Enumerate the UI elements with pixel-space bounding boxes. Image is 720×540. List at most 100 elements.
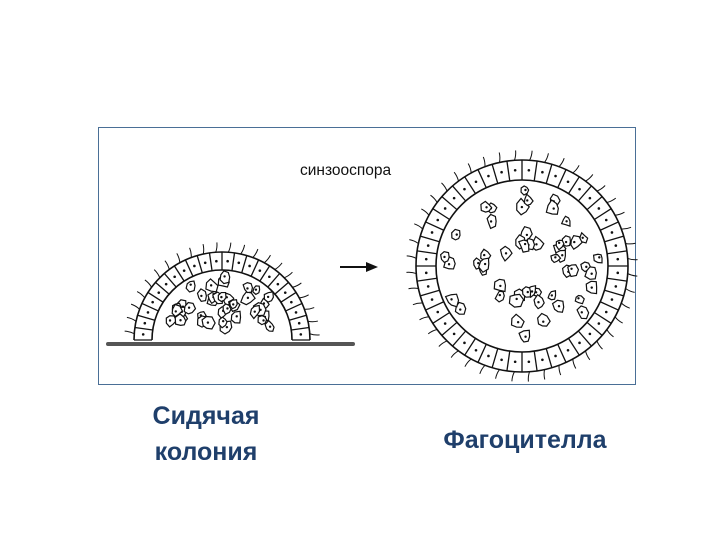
cell-wall bbox=[173, 265, 185, 282]
cell-wall bbox=[274, 281, 289, 295]
flagellum bbox=[215, 242, 218, 253]
inner-cell bbox=[536, 312, 551, 327]
cell-nucleus bbox=[203, 261, 207, 265]
cell-nucleus bbox=[141, 333, 145, 336]
flagellum bbox=[558, 158, 565, 168]
inner-cell-nucleus bbox=[557, 305, 561, 308]
flagellum bbox=[153, 269, 161, 278]
cell-nucleus bbox=[426, 285, 430, 288]
flagellum bbox=[124, 330, 135, 335]
inner-cell-nucleus bbox=[590, 286, 593, 289]
cell-wall bbox=[491, 348, 499, 368]
inner-cell-nucleus bbox=[515, 297, 518, 301]
cell-nucleus bbox=[527, 168, 531, 172]
inner-cell-nucleus bbox=[577, 297, 580, 300]
flagellum bbox=[572, 165, 580, 174]
cell-nucleus bbox=[597, 207, 601, 210]
cell-nucleus bbox=[541, 358, 544, 362]
flagellum bbox=[498, 152, 501, 163]
flagellum bbox=[606, 197, 617, 203]
inner-cell bbox=[574, 294, 585, 305]
cell-nucleus bbox=[294, 311, 298, 314]
flagellum bbox=[189, 247, 192, 258]
cell-wall bbox=[267, 273, 281, 288]
cell-wall bbox=[241, 255, 248, 274]
cell-wall bbox=[506, 351, 511, 372]
cell-nucleus bbox=[297, 321, 301, 325]
cell-nucleus bbox=[443, 207, 447, 210]
inner-cell-nucleus bbox=[552, 207, 555, 210]
flagellum bbox=[625, 242, 636, 245]
cell-wall bbox=[557, 343, 567, 363]
inner-cell-nucleus bbox=[200, 294, 203, 298]
inner-cell-nucleus bbox=[268, 325, 272, 328]
cell-nucleus bbox=[424, 271, 428, 275]
cell-nucleus bbox=[164, 282, 168, 286]
flagellum bbox=[126, 316, 137, 322]
flagellum bbox=[408, 287, 419, 290]
inner-cell-nucleus bbox=[590, 272, 593, 275]
flagellum bbox=[453, 171, 459, 182]
flagellum bbox=[252, 248, 259, 258]
flagellum bbox=[543, 369, 546, 380]
flagellum bbox=[299, 294, 309, 299]
cell-wall bbox=[420, 235, 440, 243]
flagellum bbox=[438, 340, 448, 347]
inner-cell-nucleus bbox=[523, 242, 527, 246]
inner-cell bbox=[517, 239, 530, 253]
inner-cell bbox=[570, 234, 583, 250]
inner-cell-nucleus bbox=[235, 315, 238, 318]
cell-wall bbox=[545, 348, 553, 368]
cell-nucleus bbox=[276, 282, 280, 286]
cell-wall bbox=[425, 221, 445, 231]
inner-cell-nucleus bbox=[225, 325, 229, 329]
inner-cell bbox=[185, 280, 196, 293]
inner-cell-nucleus bbox=[168, 319, 172, 322]
inner-cell-nucleus bbox=[573, 240, 576, 244]
cell-wall bbox=[506, 160, 511, 181]
inner-cell-nucleus bbox=[253, 310, 256, 313]
cell-nucleus bbox=[500, 358, 503, 362]
cell-nucleus bbox=[527, 360, 531, 364]
cell-wall bbox=[420, 289, 440, 297]
inner-cell bbox=[584, 266, 597, 280]
cell-wall bbox=[477, 169, 487, 189]
inner-cell-nucleus bbox=[525, 233, 529, 237]
inner-cell-nucleus bbox=[254, 288, 258, 291]
cell-wall bbox=[231, 252, 236, 271]
flagellum bbox=[227, 242, 232, 253]
inner-cell-nucleus bbox=[520, 205, 524, 209]
flagellum bbox=[621, 226, 632, 230]
inner-cell-nucleus bbox=[530, 290, 534, 293]
flagellum bbox=[419, 316, 430, 321]
inner-cell-nucleus bbox=[537, 301, 540, 304]
inner-cell-nucleus bbox=[483, 262, 487, 266]
inner-cell-nucleus bbox=[220, 295, 223, 299]
inner-cell bbox=[257, 315, 268, 326]
cell-nucleus bbox=[616, 257, 620, 261]
cell-nucleus bbox=[452, 332, 456, 336]
inner-cell-nucleus bbox=[526, 290, 529, 294]
cell-nucleus bbox=[614, 285, 618, 288]
inner-cell-nucleus bbox=[557, 241, 561, 245]
cell-nucleus bbox=[578, 341, 581, 345]
flagellum bbox=[414, 223, 424, 230]
flagellum bbox=[606, 329, 614, 338]
inner-cell-nucleus bbox=[581, 236, 584, 239]
sessile-colony bbox=[124, 242, 320, 341]
cell-wall bbox=[432, 208, 451, 221]
cell-nucleus bbox=[566, 180, 570, 184]
cell-nucleus bbox=[299, 333, 303, 336]
flagellum bbox=[263, 254, 271, 264]
flagellum bbox=[585, 350, 591, 361]
inner-cell bbox=[454, 301, 467, 315]
cell-nucleus bbox=[193, 264, 196, 268]
flagellum bbox=[627, 273, 638, 277]
caption-line-2: колония bbox=[154, 438, 258, 466]
cell-nucleus bbox=[290, 300, 293, 304]
cell-nucleus bbox=[616, 271, 620, 275]
cell-wall bbox=[477, 343, 487, 363]
cell-wall bbox=[464, 337, 477, 356]
cell-wall bbox=[147, 291, 164, 303]
flagellum bbox=[450, 350, 459, 358]
